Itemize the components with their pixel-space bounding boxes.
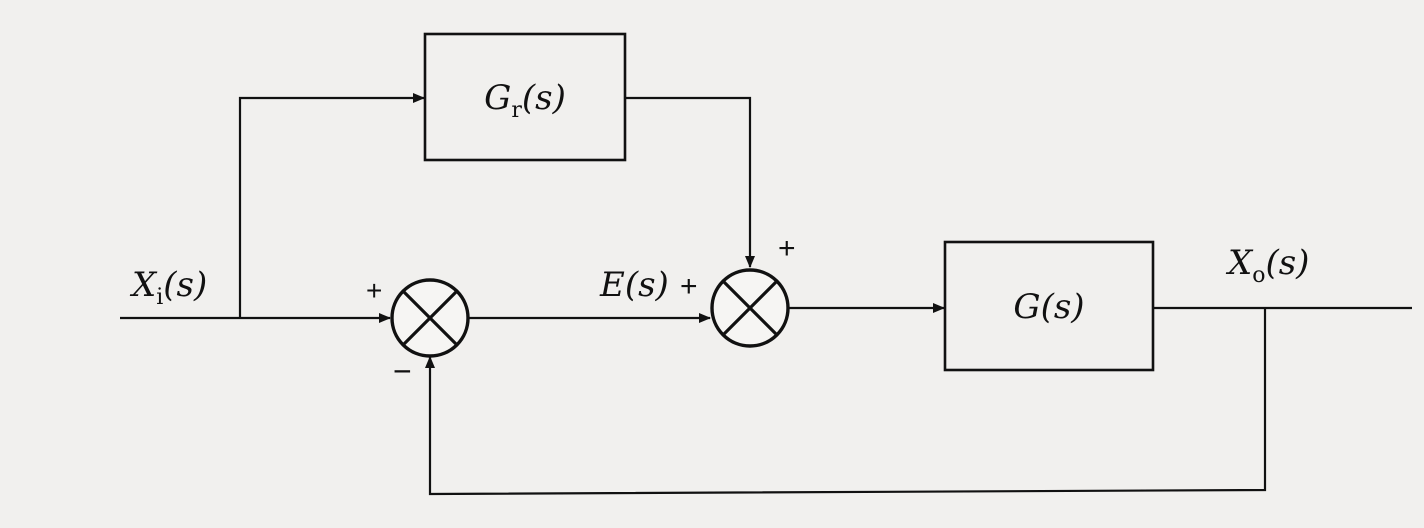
- plant-block-g: [943, 240, 1155, 372]
- output-signal-label: Xo(s): [1225, 243, 1309, 288]
- feedback-path-line: [425, 308, 1267, 496]
- plant-block-g-label: G(s): [1013, 287, 1084, 327]
- sum1-input-sign: +: [366, 275, 382, 306]
- feedforward-output-line: [625, 96, 755, 268]
- input-signal-label: Xi(s): [129, 265, 207, 310]
- sum2-feedforward-sign: +: [778, 232, 796, 265]
- feedforward-branch-line: [238, 93, 425, 318]
- sum1-feedback-sign: −: [393, 353, 412, 389]
- feedforward-block-gr-label: Gr(s): [484, 78, 566, 123]
- sum2-error-sign: +: [680, 270, 698, 303]
- summing-junction-1: [390, 278, 470, 358]
- summing-junction-2: [710, 268, 790, 348]
- error-signal-label: E(s): [599, 265, 669, 305]
